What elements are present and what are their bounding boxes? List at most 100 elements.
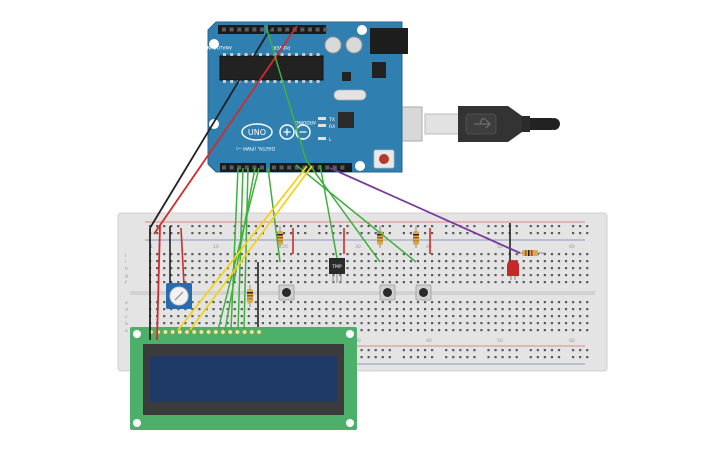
breadboard-hole [438, 329, 441, 332]
lcd-pin[interactable] [242, 329, 247, 335]
header-pin[interactable] [222, 165, 226, 170]
lcd-pin[interactable] [170, 329, 175, 335]
header-pin[interactable] [279, 165, 284, 170]
breadboard-hole [466, 260, 469, 263]
lcd-pin[interactable] [256, 329, 262, 335]
breadboard-hole [156, 267, 159, 270]
resistor[interactable] [247, 285, 253, 307]
breadboard-hole [529, 267, 532, 270]
reset-button-cap[interactable] [379, 154, 389, 164]
wire-green[interactable] [265, 25, 381, 263]
header-pin[interactable] [323, 27, 328, 32]
breadboard-hole [191, 322, 194, 325]
breadboard-hole [290, 308, 293, 311]
header-pin[interactable] [315, 27, 320, 32]
header-pin[interactable] [270, 27, 274, 32]
wire-purple-led[interactable] [329, 167, 521, 254]
header-pin[interactable] [277, 27, 282, 32]
breadboard-hole [550, 267, 554, 270]
header-pin[interactable] [294, 165, 299, 170]
header-pin[interactable] [272, 165, 276, 170]
lcd-pin[interactable] [184, 329, 190, 335]
wire-yellow-e[interactable] [189, 165, 313, 331]
header-pin[interactable] [229, 165, 234, 170]
breadboard-hole [557, 281, 561, 284]
header-pin[interactable] [260, 165, 264, 170]
header-pin[interactable] [252, 165, 257, 170]
breadboard-hole [233, 301, 236, 304]
lcd-pin[interactable] [213, 329, 219, 335]
breadboard-hole [579, 322, 582, 325]
breadboard-hole [163, 322, 166, 325]
breadboard-hole [381, 315, 384, 318]
button-cap[interactable] [419, 288, 428, 297]
potentiometer[interactable] [166, 283, 192, 309]
header-pin[interactable] [237, 165, 242, 170]
breadboard-hole [423, 322, 427, 325]
header-pin[interactable] [308, 27, 312, 32]
jumper-red[interactable] [180, 227, 185, 286]
resistor-band [413, 240, 419, 242]
breadboard-hole [557, 267, 561, 270]
wire-green[interactable] [267, 167, 281, 263]
push-button[interactable] [278, 284, 295, 301]
wire-green-db7[interactable] [224, 167, 256, 331]
breadboard-hole [557, 260, 561, 263]
header-pin[interactable] [317, 165, 322, 170]
wire-black-gnd[interactable] [149, 25, 273, 229]
chip-pin [259, 80, 262, 83]
push-button[interactable] [415, 284, 432, 301]
wire-red-5v[interactable] [153, 25, 298, 235]
lcd-module[interactable] [130, 327, 357, 430]
header-pin[interactable] [252, 27, 257, 32]
wire-yellow-rs[interactable] [177, 165, 308, 331]
wire-green-db6[interactable] [243, 167, 249, 331]
header-pin[interactable] [300, 27, 305, 32]
led[interactable] [507, 260, 519, 280]
resistor[interactable] [518, 250, 545, 256]
breadboard-hole [409, 260, 413, 263]
header-pin[interactable] [237, 27, 242, 32]
breadboard-hole [374, 253, 377, 256]
lcd-pin[interactable] [199, 329, 204, 335]
header-pin[interactable] [244, 27, 249, 32]
rail-hole [367, 232, 370, 235]
wire-green-db4[interactable] [230, 167, 239, 331]
lcd-pin[interactable] [177, 329, 183, 335]
wire-red-lcd-vcc[interactable] [156, 225, 161, 341]
header-pin[interactable] [287, 165, 292, 170]
header-pin[interactable] [229, 27, 234, 32]
lcd-pin[interactable] [249, 329, 255, 335]
arduino-uno[interactable]: ANALOG IN POWER UNO ARDUINO TX RX L [207, 21, 408, 173]
header-pin[interactable] [302, 165, 307, 170]
lcd-pin[interactable] [227, 329, 233, 335]
header-pin[interactable] [244, 165, 249, 170]
resistor[interactable] [277, 226, 283, 248]
push-button[interactable] [379, 284, 396, 301]
resistor[interactable] [413, 226, 419, 248]
button-cap[interactable] [282, 288, 291, 297]
header-pin[interactable] [285, 27, 290, 32]
lcd-pin[interactable] [235, 329, 240, 335]
wire-green[interactable] [295, 164, 417, 263]
lcd-pin[interactable] [220, 329, 226, 335]
lcd-pin[interactable] [206, 329, 211, 335]
lcd-pin[interactable] [191, 329, 197, 335]
button-cap[interactable] [383, 288, 392, 297]
lcd-pin[interactable] [163, 329, 168, 335]
header-pin[interactable] [332, 165, 337, 170]
breadboard-hole [480, 253, 483, 256]
breadboard-hole [452, 329, 455, 332]
breadboard-hole [466, 315, 469, 318]
header-pin[interactable] [222, 27, 226, 32]
rail-hole [487, 356, 490, 359]
breadboard-hole [325, 322, 328, 325]
header-pin[interactable] [260, 27, 264, 32]
header-pin[interactable] [340, 165, 345, 170]
header-pin[interactable] [325, 165, 330, 170]
temperature-sensor[interactable]: TMP [329, 258, 345, 283]
col-number: 50 [497, 244, 503, 250]
wire-green-sensor[interactable] [319, 164, 338, 259]
wire-green-e[interactable] [217, 167, 260, 331]
row-letter: g [125, 274, 128, 279]
